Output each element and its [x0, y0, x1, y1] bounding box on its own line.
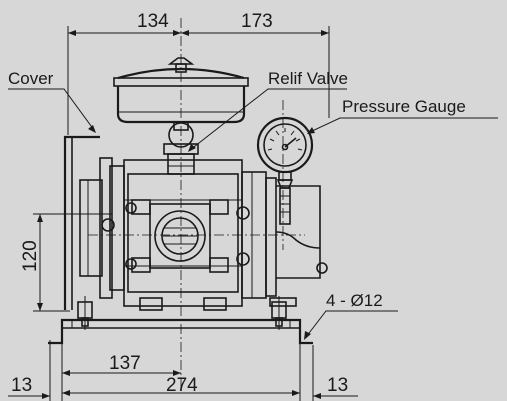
- dim-137-label: 137: [109, 353, 141, 374]
- label-pressure-gauge: Pressure Gauge: [342, 97, 466, 116]
- relief-valve: [163, 121, 199, 175]
- dim-13-left-label: 13: [11, 375, 32, 396]
- pressure-gauge: [256, 116, 314, 225]
- dimension-top: 134 173: [67, 11, 330, 135]
- dim-13-right-label: 13: [327, 375, 348, 396]
- leaders: [8, 88, 498, 340]
- label-relief-valve: Relif Valve: [268, 69, 348, 88]
- cover-bracket: [63, 135, 100, 310]
- base-mount: [48, 296, 313, 345]
- dim-120-label: 120: [20, 240, 41, 272]
- dimension-bottom: 137 274 13 13: [8, 320, 358, 401]
- air-chamber: [113, 57, 249, 124]
- dim-274-label: 274: [166, 375, 198, 396]
- label-holes: 4 - Ø12: [326, 291, 383, 310]
- dim-173-label: 173: [241, 11, 273, 32]
- dim-134-label: 134: [137, 11, 169, 32]
- dimension-height: 120: [20, 213, 112, 312]
- label-cover: Cover: [8, 69, 54, 88]
